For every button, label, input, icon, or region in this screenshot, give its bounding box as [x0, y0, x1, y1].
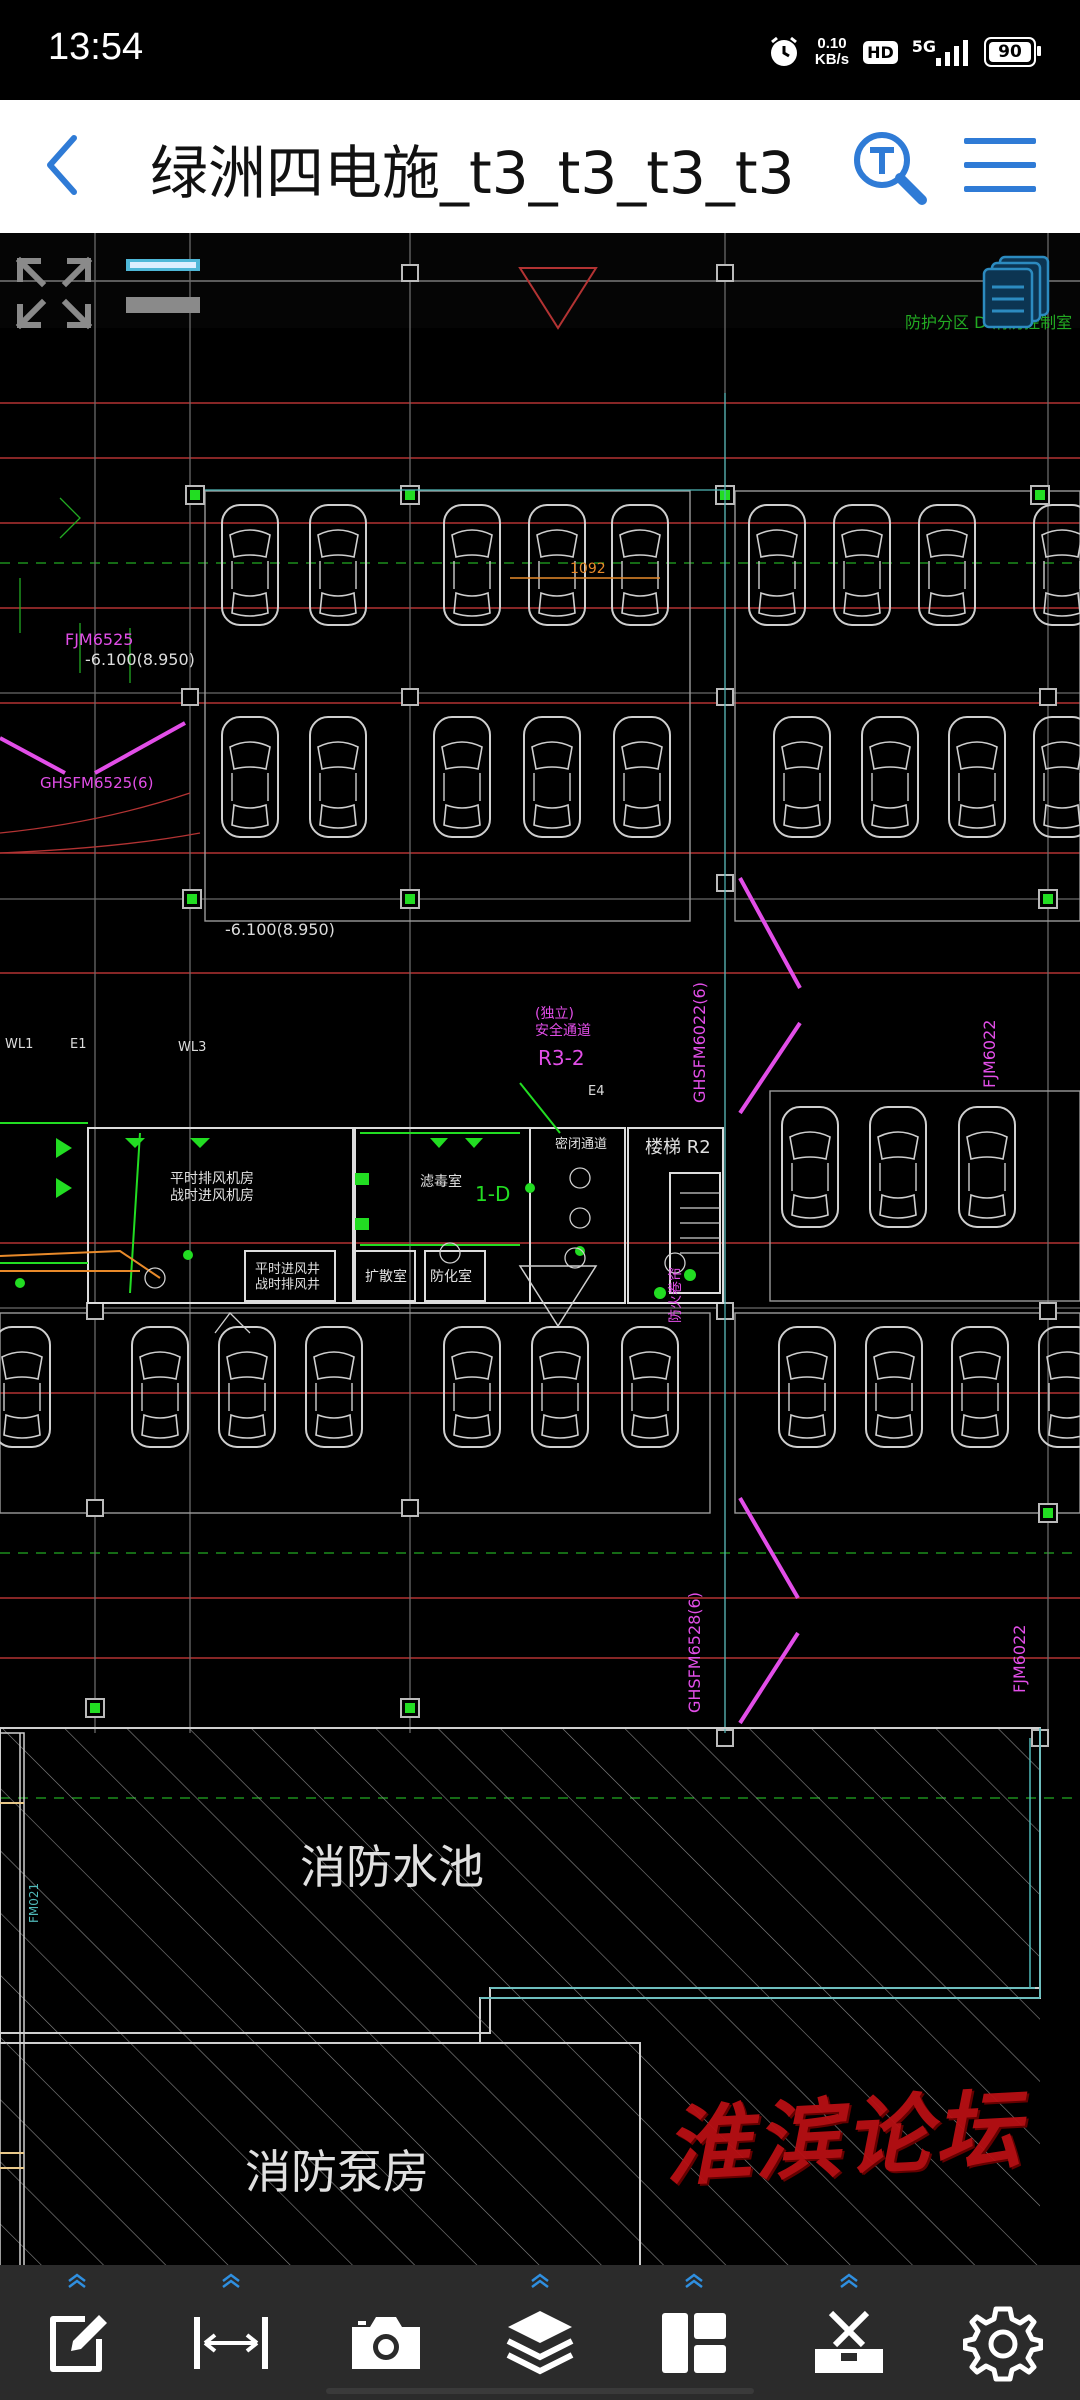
battery-level: 90: [989, 42, 1031, 62]
elevation-label-1: -6.100(8.950): [85, 650, 195, 669]
fire-pool-area: [0, 1727, 1041, 2265]
net-speed: 0.10 KB/s: [815, 36, 849, 68]
chevron-up-icon: [839, 2273, 858, 2288]
room-fan-label: 平时排风机房战时进风机房: [170, 1171, 254, 1204]
safe-door-label: (独立)安全通道: [535, 1006, 591, 1039]
valve-label-4: FJM6022: [980, 1020, 999, 1088]
edit-icon: [50, 2315, 108, 2372]
room-r32-label: R3-2: [538, 1046, 585, 1070]
net-speed-unit: KB/s: [814, 51, 850, 68]
alarm-icon: [770, 36, 797, 66]
title-bar: 绿洲四电施_t3_t3_t3_t3: [0, 100, 1080, 233]
tool-settings[interactable]: [926, 2265, 1080, 2400]
status-indicators: 0.10 KB/s HD 5G 90: [767, 30, 1041, 74]
room-ff-label: 防化室: [430, 1268, 472, 1285]
chevron-up-icon: [222, 2273, 241, 2288]
status-time: 13:54: [48, 26, 144, 68]
chevron-up-icon: [68, 2273, 86, 2288]
chevron-left-icon[interactable]: [30, 130, 100, 200]
room-sq-label: 扩散室: [365, 1268, 407, 1285]
fire-pump-room-label: 消防泵房: [245, 2145, 429, 2199]
network-type: 5G: [911, 37, 936, 56]
wl3-label: WL3: [178, 1040, 206, 1055]
drawing-title: 绿洲四电施_t3_t3_t3_t3: [150, 139, 795, 207]
gesture-bar[interactable]: [326, 2388, 754, 2394]
tool-measure[interactable]: [154, 2265, 308, 2400]
valve-label-5: FJM6022: [1010, 1625, 1029, 1693]
gear-icon: [962, 2306, 1043, 2382]
valve-label-3: GHSFM6528(6): [685, 1592, 704, 1713]
document-stack-icon[interactable]: [978, 253, 1054, 333]
chevron-up-icon: [531, 2273, 549, 2288]
chevron-up-icon: [685, 2273, 704, 2288]
camera-icon: [351, 2317, 420, 2369]
cad-drawing: 消防水池 消防泵房 -6.100(8.950) -6.100(8.950) FJ…: [0, 233, 1080, 2265]
e1-label: E1: [70, 1037, 87, 1052]
room-stair-label: 楼梯 R2: [645, 1137, 711, 1158]
room-fan2-label: 平时进风井战时排风井: [255, 1262, 320, 1293]
signal-icon: [936, 40, 968, 66]
e4-label: E4: [588, 1084, 605, 1099]
status-bar: 13:54 0.10 KB/s HD 5G 90: [0, 0, 1080, 100]
layout-icon: [662, 2313, 727, 2373]
tool-layout[interactable]: [617, 2265, 771, 2400]
layers-icon: [506, 2311, 574, 2375]
signal-group: 5G: [911, 37, 970, 66]
wl1-label: WL1: [5, 1037, 33, 1052]
measure-icon: [194, 2317, 269, 2369]
grass-label: FM021: [27, 1883, 41, 1923]
fire-pool-label: 消防水池: [300, 1840, 484, 1894]
room-1d-label: 1-D: [475, 1182, 510, 1206]
hamburger-menu-icon[interactable]: [960, 130, 1040, 200]
valve-label-1: FJM6525: [65, 630, 133, 649]
net-speed-value: 0.10: [817, 35, 847, 52]
forum-watermark: 淮滨论坛: [662, 2078, 1027, 2199]
bottom-toolbar: [0, 2265, 1080, 2400]
fullscreen-expand-icon[interactable]: [14, 255, 94, 331]
elevation-label-2: -6.100(8.950): [225, 920, 335, 939]
text-search-icon[interactable]: [850, 128, 930, 208]
toolbox-icon: [814, 2310, 883, 2373]
tool-layers[interactable]: [463, 2265, 617, 2400]
battery-icon: 90: [984, 37, 1041, 67]
tool-capture[interactable]: [309, 2265, 463, 2400]
room-dk-label: 滤毒室: [420, 1173, 462, 1190]
dim-label: 1092: [570, 561, 606, 577]
room-mj-label: 密闭通道: [555, 1136, 607, 1152]
zoom-level-indicator: [126, 259, 200, 313]
parking-cars: [0, 504, 1080, 1448]
hd-badge: HD: [863, 40, 898, 64]
valve-label-2: GHSFM6022(6): [690, 982, 709, 1103]
tool-annotate[interactable]: [0, 2265, 154, 2400]
tool-toolbox[interactable]: [771, 2265, 925, 2400]
gate-label: GHSFM6525(6): [40, 774, 153, 792]
cad-drawing-canvas[interactable]: 消防水池 消防泵房 -6.100(8.950) -6.100(8.950) FJ…: [0, 233, 1080, 2265]
fire-wall-label: 防火卷帘: [668, 1267, 684, 1323]
